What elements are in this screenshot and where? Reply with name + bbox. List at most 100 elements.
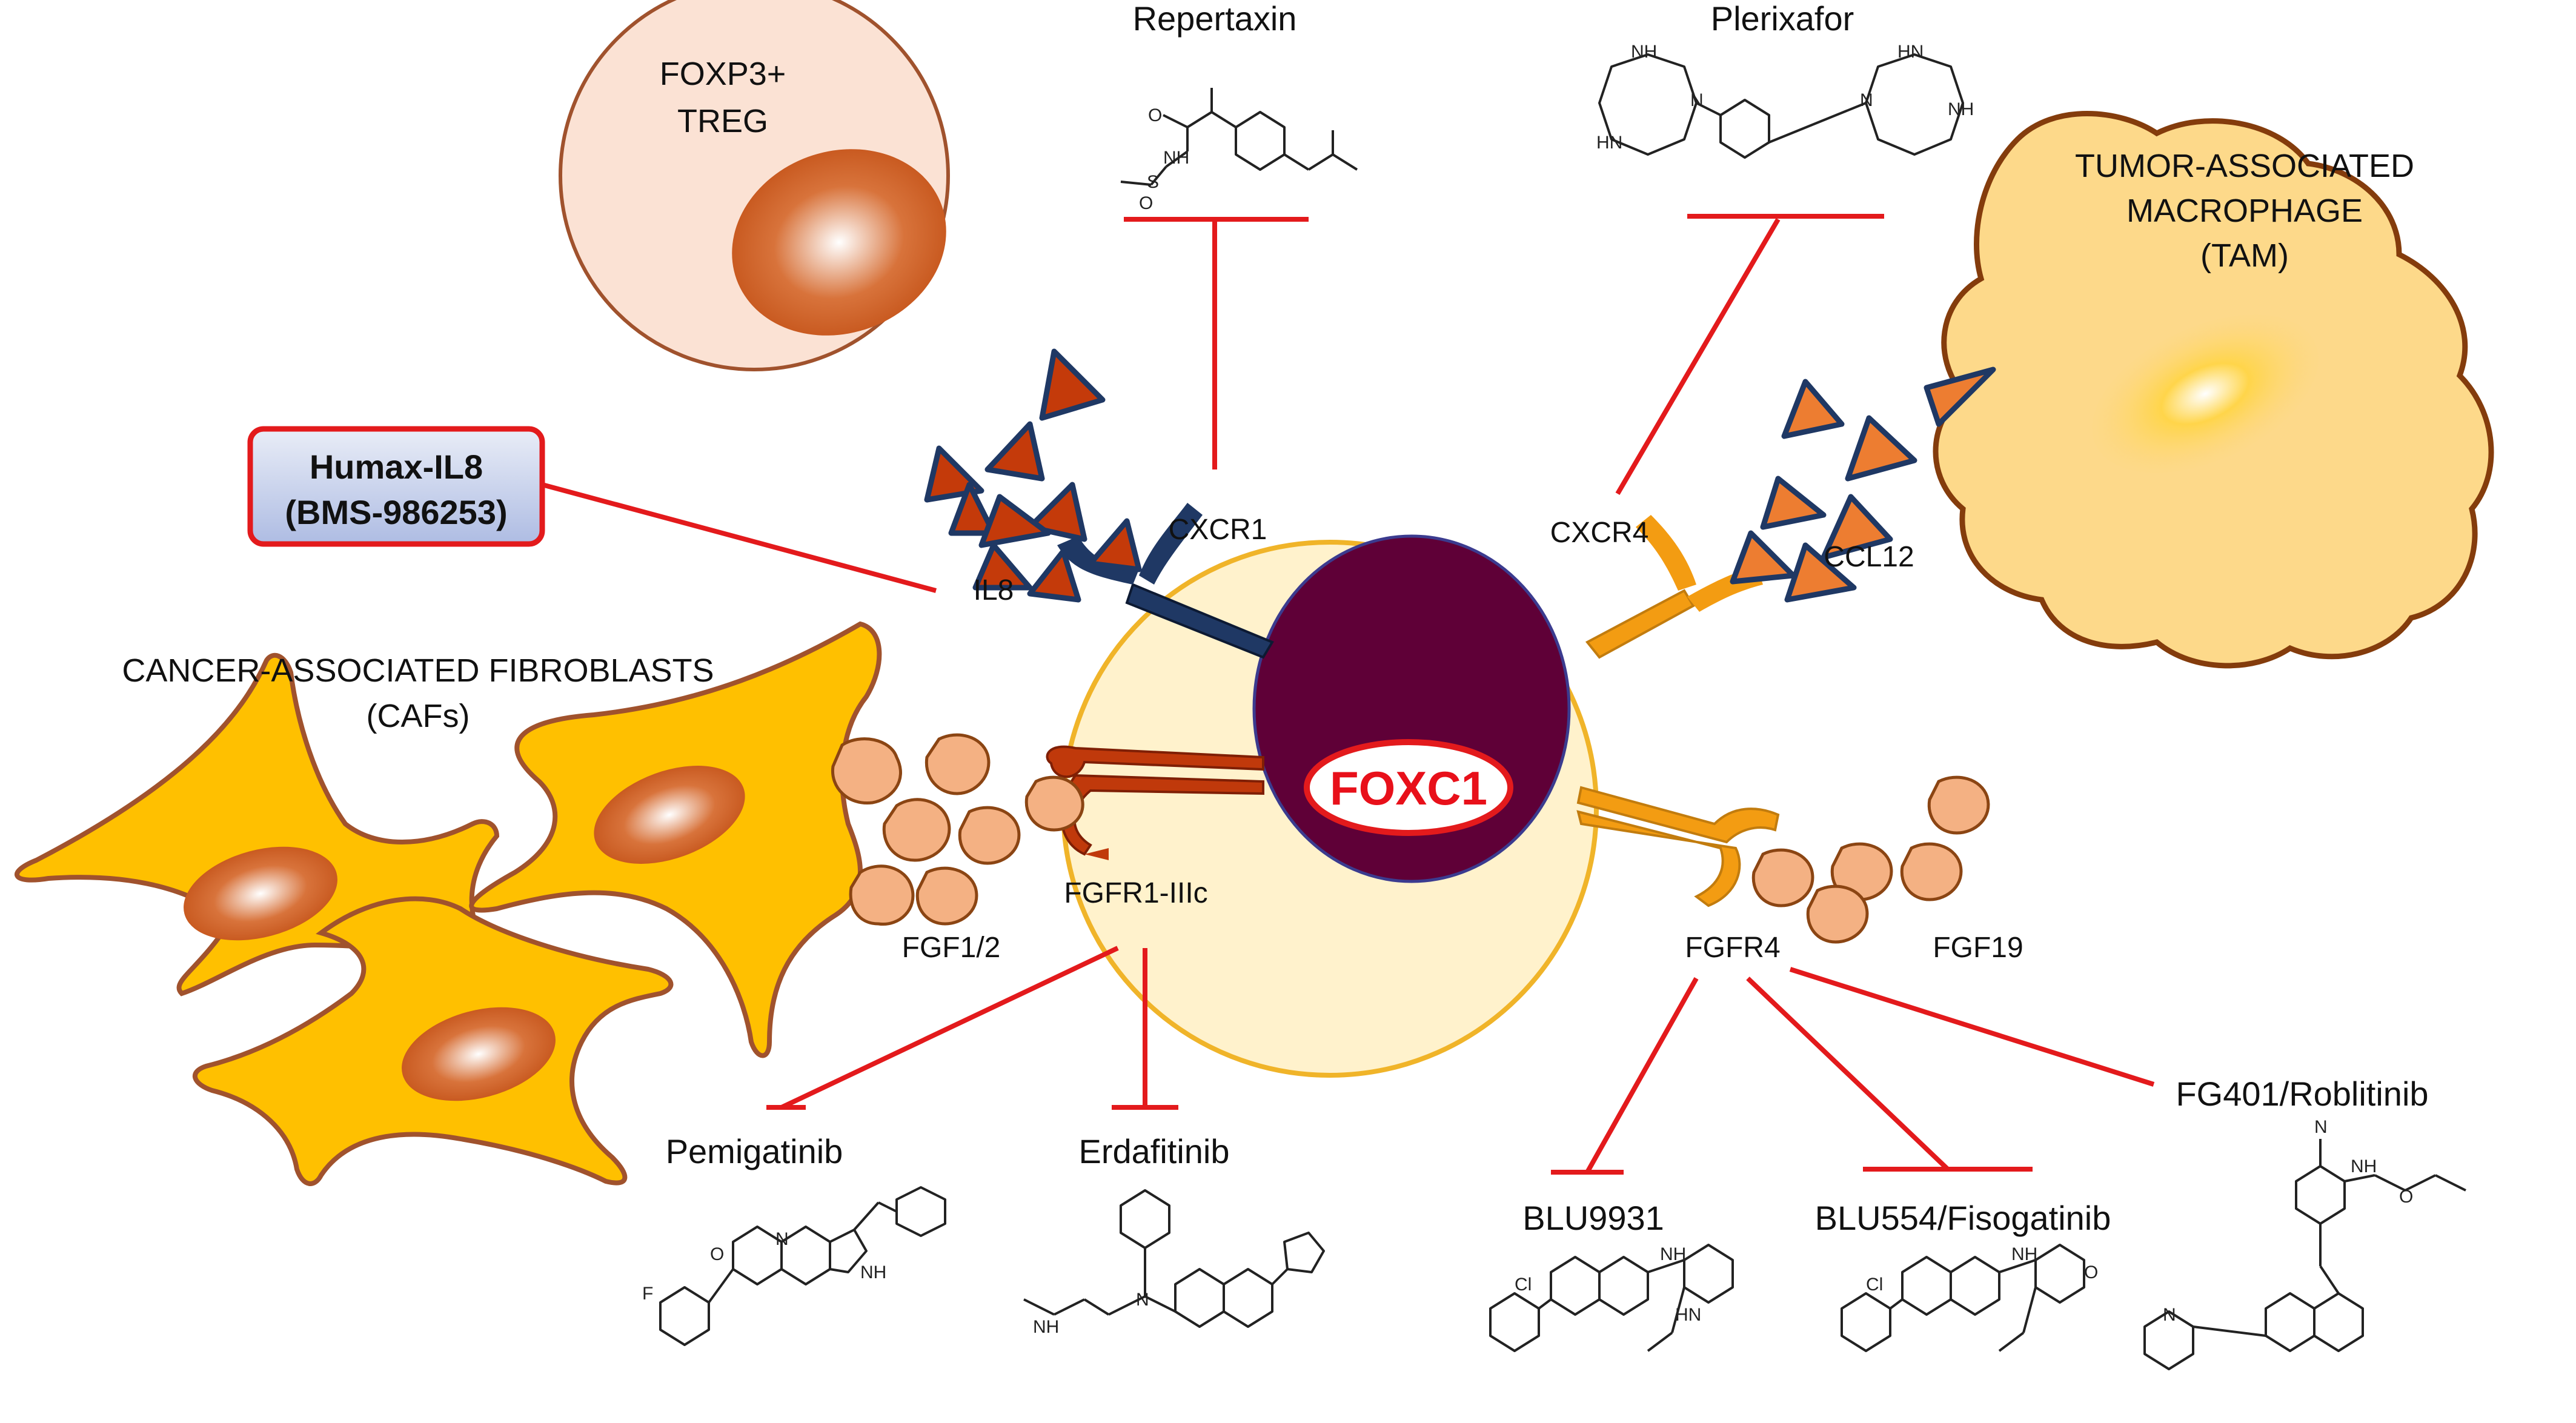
ccl12-triangle (1730, 530, 1796, 585)
blu9931-atom-cl: Cl (1515, 1275, 1532, 1295)
fg401-line (1789, 967, 2155, 1087)
ccl12-triangle (1784, 542, 1857, 603)
fgf19-blob (1751, 848, 1814, 907)
cxcr4-label: CXCR4 (1550, 517, 1649, 549)
foxc1-label: FOXC1 (1330, 761, 1487, 815)
fg401-atom-n: N (2314, 1117, 2328, 1137)
fg401-atom-nh: NH (2351, 1156, 2377, 1176)
blu554-atom-cl: Cl (1866, 1275, 1883, 1295)
blu554-line (1746, 977, 1950, 1171)
fgf19-blob (1927, 775, 1990, 835)
plerixafor-atom-hn2: HN (1897, 42, 1924, 62)
pemigatinib-line (780, 946, 1119, 1110)
pemigatinib-atom-n: N (775, 1229, 789, 1249)
ccl12-label: CCL12 (1824, 541, 1914, 573)
plerixafor-label: Plerixafor (1711, 0, 1854, 38)
fg401-label: FG401/Roblitinib (2176, 1075, 2428, 1113)
humax-il8-box: Humax-IL8 (BMS-986253) (247, 426, 545, 547)
fg401-structure: N NH O N (2143, 1117, 2466, 1370)
repertaxin-label: Repertaxin (1133, 0, 1297, 38)
pemigatinib-atom-o: O (710, 1244, 724, 1264)
fgf12-blob (915, 866, 978, 926)
fgf12-label: FGF1/2 (902, 932, 1001, 964)
plerixafor-atom-n2: N (1860, 90, 1873, 110)
plerixafor-structure: NH HN N HN NH N (1596, 42, 1974, 159)
repertaxin-atom-nh: NH (1163, 148, 1189, 168)
blu554-atom-o: O (2084, 1262, 2098, 1282)
treg-label-line1: FOXP3+ (660, 56, 786, 92)
humax-label-line2: (BMS-986253) (285, 493, 507, 531)
plerixafor-atom-nh2: NH (1948, 99, 1974, 119)
plerixafor-atom-hn: HN (1596, 133, 1622, 153)
fg401-atom-n2: N (2163, 1305, 2176, 1325)
erdafitinib-atom-n: N (1136, 1290, 1149, 1310)
fgfr4-label: FGFR4 (1685, 932, 1780, 964)
fgf12-blob (925, 733, 991, 795)
pemigatinib-atom-nh: NH (860, 1262, 886, 1282)
fg401-atom-o: O (2399, 1187, 2413, 1207)
fgf12-blob (849, 864, 915, 926)
tam-label-line1: TUMOR-ASSOCIATED (2075, 148, 2414, 184)
fgf12-ligands (831, 733, 1084, 926)
ccl12-triangle (1845, 415, 1917, 482)
fgf19-label: FGF19 (1933, 932, 2023, 964)
blu9931-line (1585, 977, 1699, 1173)
il8-triangle (984, 421, 1045, 482)
erdafitinib-label: Erdafitinib (1078, 1132, 1229, 1170)
blu9931-structure: Cl NH HN (1489, 1244, 1734, 1352)
il8-triangle (948, 482, 997, 536)
humax-il8-line (541, 482, 937, 593)
ccl12-ligands (1730, 367, 1996, 603)
erdafitinib-atom-nh: NH (1033, 1317, 1059, 1337)
humax-label-line1: Humax-IL8 (310, 448, 483, 486)
pemigatinib-structure: O N NH F (642, 1186, 946, 1346)
plerixafor-line (1615, 217, 1781, 496)
pemigatinib-label: Pemigatinib (666, 1132, 843, 1170)
tam-label-line2: MACROPHAGE (2126, 193, 2363, 229)
blu554-atom-nh: NH (2011, 1244, 2037, 1264)
treg-label-line2: TREG (677, 103, 768, 139)
blu9931-label: BLU9931 (1522, 1199, 1664, 1237)
pemigatinib-atom-f: F (642, 1284, 653, 1304)
il8-triangle (1027, 548, 1081, 603)
repertaxin-atom-s: S (1147, 172, 1159, 192)
repertaxin-atom-o: O (1148, 105, 1162, 125)
blu554-label: BLU554/Fisogatinib (1815, 1199, 2111, 1237)
il8-triangle (1039, 348, 1106, 421)
fgfr1-label: FGFR1-IIIc (1064, 877, 1207, 909)
ccl12-triangle (1760, 476, 1827, 530)
fgf12-blob (958, 806, 1021, 865)
il8-triangle (1027, 482, 1087, 542)
cafs-label-line2: (CAFs) (367, 698, 470, 734)
plerixafor-atom-nh: NH (1631, 42, 1657, 62)
il8-ligands (924, 348, 1142, 603)
tumor-cell: FOXC1 (1061, 534, 1599, 1078)
ccl12-triangle (1781, 379, 1845, 439)
blu554-structure: Cl NH O (1841, 1244, 2098, 1352)
repertaxin-structure: O NH S O (1120, 88, 1358, 213)
ccl12-triangle (1924, 367, 1996, 427)
tam-cell: TUMOR-ASSOCIATED MACROPHAGE (TAM) (1933, 111, 2494, 669)
plerixafor-atom-n: N (1690, 90, 1704, 110)
cafs-label-line1: CANCER-ASSOCIATED FIBROBLASTS (122, 652, 714, 689)
repertaxin-atom-o2: O (1139, 193, 1153, 213)
fgf12-blob (882, 798, 951, 862)
foxc1-badge (1304, 739, 1513, 836)
fgf19-ligands (1751, 775, 1990, 944)
inhibition-lines (541, 214, 2155, 1175)
fgfr4-receptor (1576, 786, 1780, 907)
caf-cells: CANCER-ASSOCIATED FIBROBLASTS (CAFs) (15, 621, 882, 1186)
blu9931-atom-nh: NH (1660, 1244, 1686, 1264)
fgf12-blob (831, 737, 902, 805)
cxcr1-label: CXCR1 (1169, 514, 1267, 546)
ccl12-triangle (1821, 494, 1893, 560)
tam-label-line3: (TAM) (2200, 237, 2289, 274)
il8-triangle (972, 542, 1033, 591)
il8-triangle (1087, 518, 1142, 572)
fgf19-blob (1900, 842, 1963, 901)
treg-cell: FOXP3+ TREG (559, 0, 950, 371)
fgf12-blob (1024, 775, 1084, 832)
erdafitinib-structure: N NH (1023, 1189, 1325, 1337)
blu9931-atom-hn: HN (1675, 1305, 1701, 1325)
